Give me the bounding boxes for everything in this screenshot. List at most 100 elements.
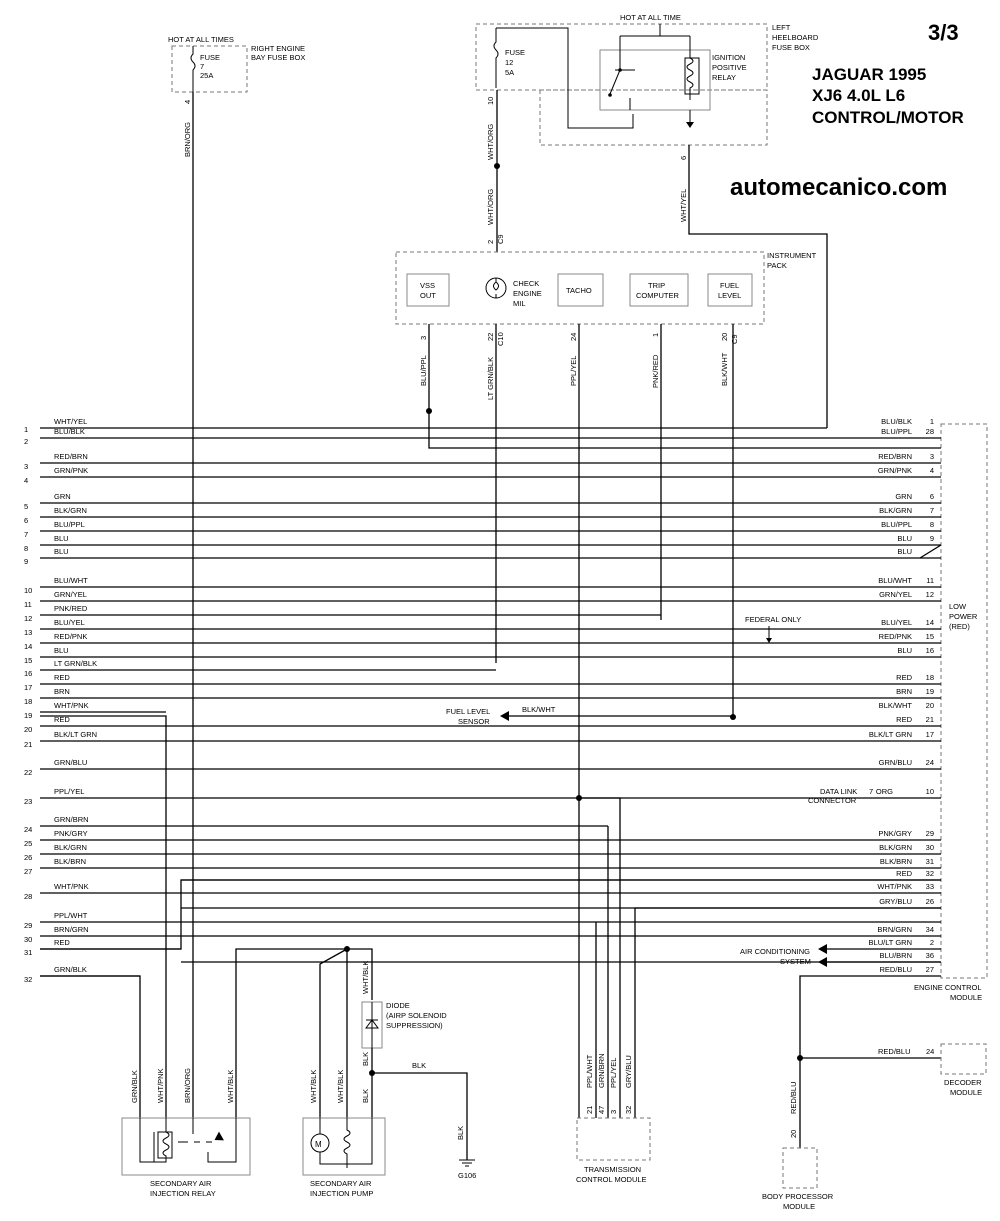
mil-line3: MIL xyxy=(513,299,526,308)
row-right-wire-label: GRN xyxy=(895,492,912,501)
row-left-wire-label: BLU xyxy=(54,646,69,655)
sai-relay-arrow xyxy=(214,1131,224,1141)
row-left-number: 27 xyxy=(24,867,32,876)
wire-label-tacho: PPL/YEL xyxy=(569,356,578,386)
row-ecm-pin: 4 xyxy=(930,466,934,475)
row-right-wire-label: GRN/PNK xyxy=(878,466,912,475)
body-wire: RED/BLU xyxy=(789,1081,798,1114)
pin-tacho: 24 xyxy=(569,333,578,341)
row-left-number: 13 xyxy=(24,628,32,637)
row-left-wire-label: WHT/PNK xyxy=(54,882,89,891)
trip-computer-box xyxy=(629,273,689,307)
sai-pump-line2: INJECTION PUMP xyxy=(310,1189,373,1198)
row-left-number: 14 xyxy=(24,642,32,651)
row-left-wire-label: BLK/GRN xyxy=(54,506,87,515)
row-right-wire-label: BLK/BRN xyxy=(880,857,912,866)
instrument-pack-title-2: PACK xyxy=(767,261,787,270)
ecm-low-power-3: (RED) xyxy=(949,622,970,631)
conn-fuel: C9 xyxy=(730,334,739,344)
row-right-wire-label: RED/BRN xyxy=(878,452,912,461)
row-right-wire-label: BRN/GRN xyxy=(877,925,912,934)
decoder-line1: DECODER xyxy=(944,1078,982,1087)
row-right-wire-label: RED/PNK xyxy=(879,632,912,641)
row-left-wire-label: BLU/WHT xyxy=(54,576,88,585)
fuel-sensor-arrow xyxy=(500,711,509,721)
wire-wht-pnk-19 xyxy=(40,715,167,1118)
fuse12-label: FUSE xyxy=(505,48,525,57)
row-left-wire-label: BLK/GRN xyxy=(54,843,87,852)
row-right-wire-label: BLU/LT GRN xyxy=(869,938,912,947)
row-ecm-pin: 8 xyxy=(930,520,934,529)
row-ecm-pin: 9 xyxy=(930,534,934,543)
decoder-line2: MODULE xyxy=(950,1088,982,1097)
wire-wht-org-label-2: WHT/ORG xyxy=(486,189,495,225)
fuse7-wire-label: BRN/ORG xyxy=(183,122,192,157)
row-left-number: 31 xyxy=(24,948,32,957)
row-left-number: 7 xyxy=(24,530,28,539)
dlc-pin: 7 xyxy=(869,787,873,796)
sai-relay-contacts xyxy=(192,1118,237,1163)
ground-wire: BLK xyxy=(456,1126,465,1140)
row-right-wire-label: PNK/GRY xyxy=(878,829,912,838)
row-left-wire-label: GRN/BLK xyxy=(54,965,87,974)
wire-red-32 xyxy=(40,879,941,950)
wire-grn-blk xyxy=(40,975,141,1118)
wire-wht-blk-pump-2 xyxy=(319,948,348,1118)
row-left-number: 10 xyxy=(24,586,32,595)
fuse7-symbol xyxy=(190,46,196,92)
row-ecm-pin: 36 xyxy=(926,951,934,960)
fuel-sensor-line1: FUEL LEVEL xyxy=(446,707,490,716)
row-left-wire-label: BLK/LT GRN xyxy=(54,730,97,739)
diode-line1: DIODE xyxy=(386,1001,410,1010)
row-left-number: 28 xyxy=(24,892,32,901)
fuse12-symbol xyxy=(493,28,499,88)
sai-relay-coil-frame xyxy=(157,1131,173,1159)
splice-vss xyxy=(426,408,432,414)
row-right-wire-label: BLU/WHT xyxy=(878,576,912,585)
row-right-wire-label: BLK/GRN xyxy=(879,843,912,852)
row-left-wire-label: RED/PNK xyxy=(54,632,87,641)
sai-relay-coil xyxy=(139,1118,170,1163)
row-left-wire-label: GRN/BLU xyxy=(54,758,87,767)
fuse7-box-line2: BAY FUSE BOX xyxy=(251,53,305,62)
fuel-level-box xyxy=(707,273,753,307)
row-left-wire-label: BLU xyxy=(54,547,69,556)
row-ecm-pin: 2 xyxy=(930,938,934,947)
tcm-wire-3: PPL/YEL xyxy=(609,1058,618,1088)
wire-blu-ppl-vss xyxy=(428,324,941,449)
row-ecm-pin: 27 xyxy=(926,965,934,974)
ecm-box xyxy=(940,423,988,979)
row-left-number: 18 xyxy=(24,697,32,706)
row-right-wire-label: RED xyxy=(896,715,912,724)
row-right-wire-label: BLU/BLK xyxy=(881,417,912,426)
tcm-wire-2: GRN/BRN xyxy=(597,1053,606,1088)
decoder-box xyxy=(940,1043,987,1075)
row-left-wire-label: LT GRN/BLK xyxy=(54,659,97,668)
sai-pump-motor-label: M xyxy=(315,1140,322,1149)
row-left-number: 8 xyxy=(24,544,28,553)
heelboard-box-line1: LEFT xyxy=(772,23,791,32)
trip-line1: TRIP xyxy=(648,281,665,290)
row-right-wire-label: RED/BLU xyxy=(879,965,912,974)
row-left-wire-label: WHT/PNK xyxy=(54,701,89,710)
body-line2: MODULE xyxy=(783,1202,815,1211)
relay-label-2: POSITIVE xyxy=(712,63,747,72)
body-pin: 20 xyxy=(789,1130,798,1138)
row-left-number: 15 xyxy=(24,656,32,665)
row-ecm-pin: 33 xyxy=(926,882,934,891)
trip-line2: COMPUTER xyxy=(636,291,680,300)
row-left-wire-label: RED/BRN xyxy=(54,452,88,461)
diode-wire-2: BLK xyxy=(361,1052,370,1066)
row-right-wire-label: GRY/BLU xyxy=(879,897,912,906)
row-left-number: 4 xyxy=(24,476,28,485)
sai-pump-box xyxy=(302,1117,386,1176)
row-left-number: 3 xyxy=(24,462,28,471)
row-left-number: 29 xyxy=(24,921,32,930)
row-left-number: 25 xyxy=(24,839,32,848)
tcm-pin-1: 21 xyxy=(585,1106,594,1114)
row-right-wire-label: BRN xyxy=(896,687,912,696)
row-right-wire-label: GRN/BLU xyxy=(879,758,912,767)
row-ecm-pin: 1 xyxy=(930,417,934,426)
row-left-wire-label: BLK/BRN xyxy=(54,857,86,866)
